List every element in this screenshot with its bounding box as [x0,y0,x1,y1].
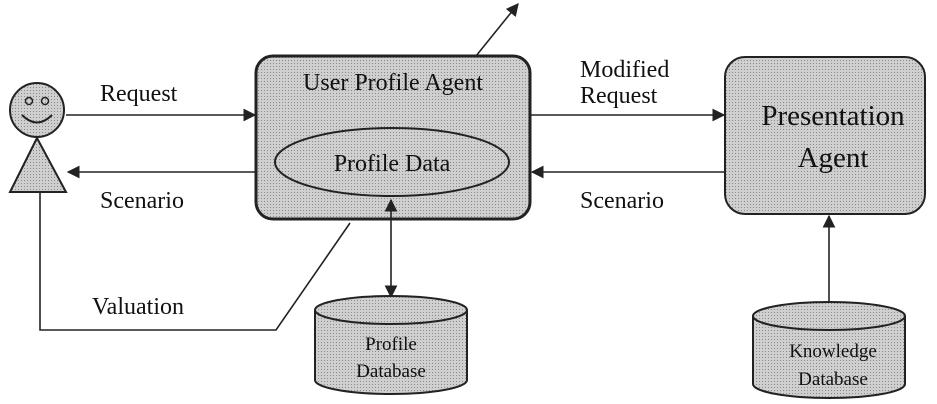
knowledge-database: Knowledge Database [752,301,906,399]
user-actor [8,82,68,193]
modified-request-label-line1: Modified [580,57,669,83]
presentation-agent-label-line1: Presentation [761,100,905,132]
presentation-agent-box [724,56,926,215]
user-eye-right [40,96,50,106]
valuation-label: Valuation [92,294,184,320]
profile-database-label-line1: Profile [365,334,417,355]
knowledge-database-body [752,316,906,399]
user-eye-left [24,96,34,106]
valuation-line [39,192,351,331]
scenario-right-label: Scenario [580,188,664,214]
user-head [9,82,65,138]
modified-request-label-line2: Request [580,83,658,109]
knowledge-database-label-line2: Database [798,369,868,390]
profile-database-body [314,310,468,395]
user-profile-agent: User Profile Agent Profile Data [254,54,532,221]
profile-database: Profile Database [314,295,468,395]
user-body [8,135,68,193]
profile-database-label-line2: Database [356,361,426,382]
presentation-agent: Presentation Agent [724,56,926,215]
user-profile-agent-title: User Profile Agent [303,70,483,96]
presentation-agent-label-line2: Agent [798,142,869,174]
profile-data-label: Profile Data [334,151,451,177]
profile-data-ellipse [274,127,510,197]
knowledge-database-label-line1: Knowledge [789,341,877,362]
external-output-arrow [475,3,519,57]
request-label: Request [100,81,178,107]
user-smile [21,114,53,124]
knowledge-database-top [752,301,906,331]
profile-database-top [314,295,468,325]
scenario-left-label: Scenario [100,188,184,214]
